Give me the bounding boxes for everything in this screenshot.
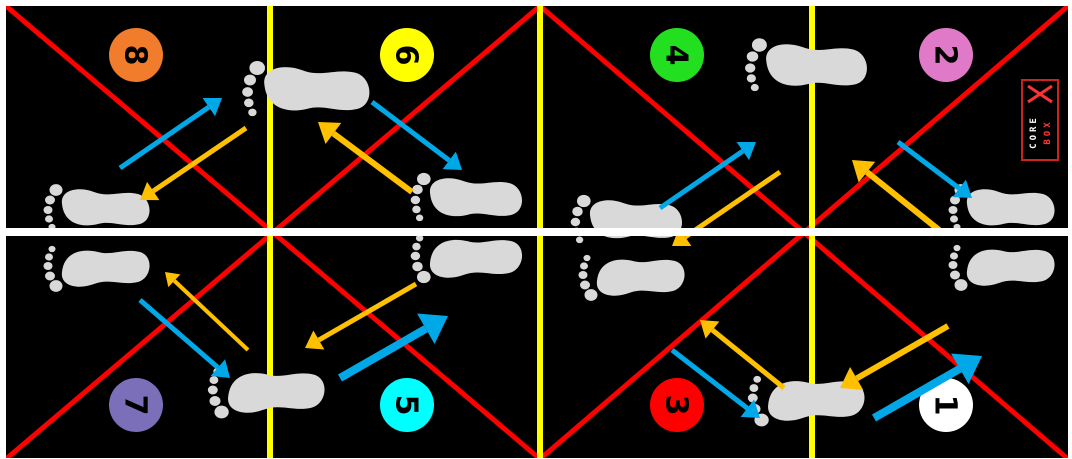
- circle-shape: [919, 378, 973, 432]
- movement-arrow: [338, 313, 448, 382]
- footprint: [948, 244, 1055, 291]
- footprint: [43, 184, 150, 231]
- number-circle-7: 7: [109, 378, 163, 432]
- circle-shape: [919, 28, 973, 82]
- movement-arrow: [140, 125, 248, 201]
- movement-arrow: [370, 100, 462, 170]
- number-circle-8: 8: [109, 28, 163, 82]
- logo-top-text: CORE: [1029, 115, 1039, 149]
- number-circle-1: 1: [919, 378, 973, 432]
- movement-arrow: [872, 353, 982, 422]
- number-circle-2: 2: [919, 28, 973, 82]
- movement-arrow: [165, 272, 250, 352]
- footprint: [410, 234, 523, 284]
- movement-arrow: [658, 142, 756, 211]
- footprint: [745, 38, 867, 92]
- circle-number: 6: [389, 45, 424, 66]
- circle-shape: [650, 378, 704, 432]
- circle-number: 5: [389, 395, 424, 416]
- logo-bottom-text: BOX: [1043, 119, 1053, 144]
- circle-number: 4: [659, 45, 694, 66]
- circle-shape: [109, 378, 163, 432]
- movement-arrow: [118, 97, 222, 171]
- footprint: [410, 172, 523, 222]
- movement-arrow: [318, 122, 414, 195]
- number-circle-3: 3: [650, 378, 704, 432]
- number-circle-4: 4: [650, 28, 704, 82]
- movement-arrows: [118, 97, 982, 422]
- movement-arrow: [305, 281, 418, 350]
- movement-arrow: [896, 140, 972, 198]
- corebox-logo: CORE BOX: [1021, 79, 1059, 161]
- footprints: [43, 38, 1055, 427]
- number-circle-5: 5: [380, 378, 434, 432]
- circle-number: 2: [928, 45, 963, 66]
- movement-arrow: [852, 160, 946, 237]
- circle-number: 7: [118, 395, 153, 416]
- circle-number: 1: [928, 395, 963, 416]
- footprint: [747, 375, 865, 427]
- movement-arrow: [138, 298, 230, 378]
- movement-arrow: [670, 348, 760, 418]
- circle-shape: [650, 28, 704, 82]
- movement-arrow: [672, 169, 782, 247]
- movement-arrow: [700, 320, 786, 390]
- circle-shape: [109, 28, 163, 82]
- circle-shape: [380, 378, 434, 432]
- footprint: [242, 60, 370, 117]
- circle-number: 3: [659, 395, 694, 416]
- footprint: [578, 254, 685, 301]
- footprint: [43, 245, 150, 292]
- circle-number: 8: [118, 45, 153, 66]
- footprint: [207, 367, 325, 419]
- circle-shape: [380, 28, 434, 82]
- number-circles: 8 6 4 2 7 5 3 1: [109, 28, 973, 432]
- number-circle-6: 6: [380, 28, 434, 82]
- movement-arrow: [840, 323, 950, 390]
